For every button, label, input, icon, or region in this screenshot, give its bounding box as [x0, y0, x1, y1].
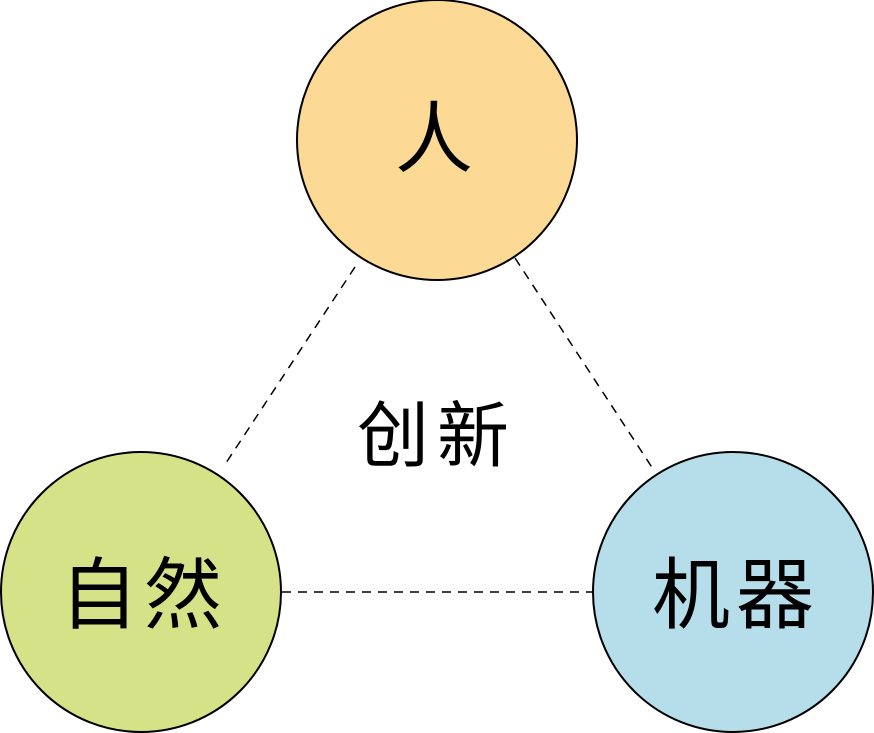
node-nature-label: 自然	[60, 551, 228, 641]
node-machine-label: 机器	[652, 551, 820, 641]
node-nature: 自然	[0, 451, 282, 733]
node-nature-circle	[0, 451, 282, 733]
node-machine: 机器	[592, 451, 874, 733]
node-person-label: 人	[395, 95, 479, 185]
node-person: 人	[296, 0, 578, 281]
edge-person-machine	[514, 257, 656, 473]
edge-person-nature	[223, 266, 356, 467]
node-machine-circle	[592, 451, 874, 733]
node-person-circle	[296, 0, 578, 281]
center-label: 创新	[357, 394, 517, 478]
